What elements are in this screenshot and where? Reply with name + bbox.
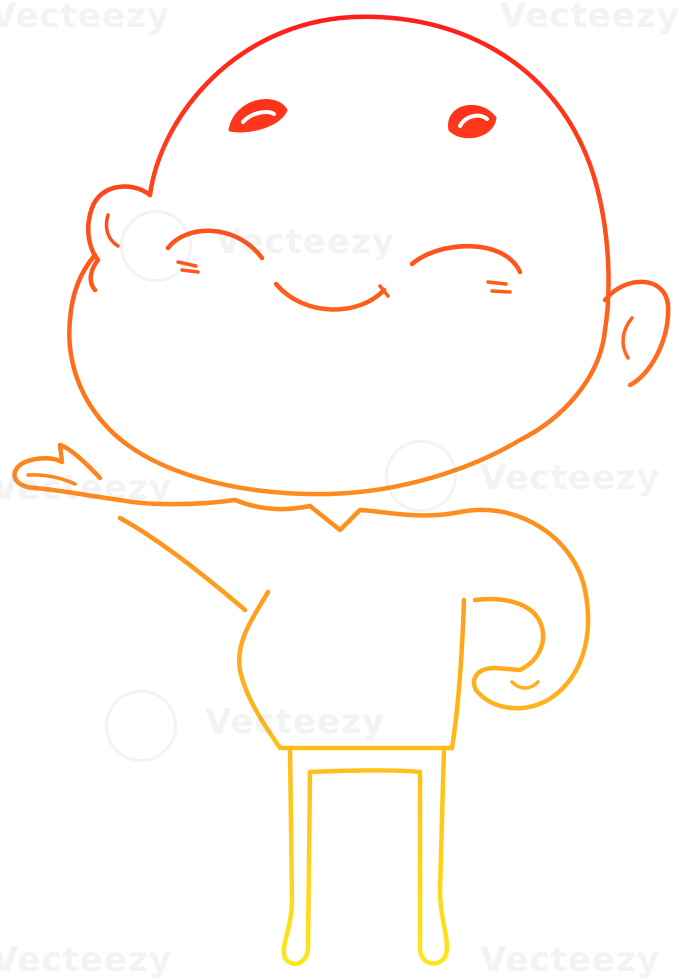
torso-left bbox=[236, 589, 283, 751]
torso-right bbox=[449, 597, 467, 751]
smile-corner-right bbox=[378, 284, 390, 298]
right-eyebrow bbox=[448, 104, 497, 139]
right-ear bbox=[602, 279, 671, 388]
right-eye bbox=[409, 244, 523, 275]
raised-arm-upper bbox=[12, 442, 238, 507]
smile bbox=[273, 281, 387, 312]
right-ear-inner bbox=[621, 316, 634, 360]
left-eyebrow bbox=[228, 99, 288, 133]
left-leg bbox=[281, 745, 450, 967]
left-cheek-line-2 bbox=[180, 268, 200, 274]
hip-arm bbox=[457, 507, 591, 711]
head-outline bbox=[67, 14, 611, 497]
finger-line bbox=[26, 473, 77, 486]
collar bbox=[232, 497, 463, 533]
left-eye bbox=[165, 228, 265, 261]
left-cheek-line-1 bbox=[176, 260, 198, 268]
hip-hand-fold bbox=[510, 680, 540, 690]
right-cheek-line-1 bbox=[486, 280, 508, 286]
raised-arm-lower bbox=[117, 515, 248, 613]
right-cheek-line-2 bbox=[490, 289, 512, 294]
left-ear bbox=[86, 184, 153, 293]
left-ear-inner bbox=[104, 213, 120, 248]
